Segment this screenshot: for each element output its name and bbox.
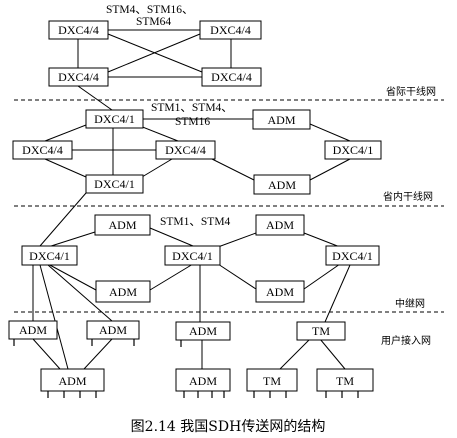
- link-r5-a4: [324, 264, 351, 323]
- node-p7: ADM: [253, 174, 311, 195]
- link-r4-r2: [217, 232, 257, 248]
- level-separators: [14, 99, 444, 313]
- node-p2: ADM: [252, 109, 311, 130]
- level-label-international: 省际干线网: [386, 85, 436, 98]
- node-b1: ADM: [40, 368, 105, 392]
- network-links: [32, 29, 351, 370]
- link-r2-r5: [303, 232, 341, 248]
- node-label: ADM: [99, 323, 127, 337]
- link-r4-r7: [217, 263, 257, 290]
- node-b2: ADM: [175, 368, 231, 392]
- node-label: ADM: [189, 324, 217, 338]
- node-t2: DXC4/4: [199, 20, 262, 40]
- link-p1-p3: [44, 124, 87, 142]
- node-label: DXC4/4: [165, 143, 206, 157]
- link-p2-p6: [309, 123, 351, 142]
- node-label: DXC4/4: [211, 70, 252, 84]
- node-label: TM: [312, 324, 330, 338]
- link-a4-b4: [319, 338, 346, 370]
- link-r3-r6: [47, 263, 97, 291]
- node-label: ADM: [268, 178, 296, 192]
- link-t2-t3: [107, 33, 201, 73]
- node-label: DXC4/1: [172, 249, 213, 263]
- link-r3-r1: [47, 231, 96, 248]
- link-r7-r5: [303, 263, 341, 290]
- node-r3: DXC4/1: [21, 245, 78, 266]
- node-label: ADM: [19, 323, 47, 337]
- node-label: ADM: [189, 374, 217, 388]
- link-a1-b1: [32, 338, 61, 370]
- node-label: DXC4/1: [94, 177, 135, 191]
- node-t4: DXC4/4: [201, 67, 262, 87]
- link-r1-r4: [149, 227, 194, 247]
- node-label: DXC4/4: [210, 23, 251, 37]
- rate-label-top-1: STM4、STM16、: [106, 4, 194, 16]
- node-b4: TM: [316, 368, 374, 392]
- node-boxes: DXC4/4 DXC4/4 DXC4/4 DXC4/4 DXC4/1 ADM D…: [8, 20, 382, 392]
- level-label-provincial: 省内干线网: [383, 190, 433, 203]
- node-label: DXC4/1: [333, 143, 374, 157]
- node-r4: DXC4/1: [164, 245, 221, 266]
- node-label: ADM: [58, 374, 86, 388]
- rate-label-top-2: STM64: [136, 16, 171, 28]
- node-label: ADM: [109, 285, 137, 299]
- link-r6-r4: [149, 263, 194, 291]
- node-label: DXC4/1: [94, 112, 135, 126]
- figure-caption: 图2.14 我国SDH传送网的结构: [131, 419, 326, 435]
- link-a2-b1: [83, 338, 113, 370]
- node-label: TM: [263, 374, 281, 388]
- link-t3-p1: [77, 85, 113, 111]
- link-p3-p5: [44, 158, 87, 178]
- node-p1: DXC4/1: [85, 109, 144, 129]
- node-r1: ADM: [94, 214, 151, 236]
- level-label-access: 用户接入网: [381, 334, 431, 347]
- rate-label-mid-1: STM1、STM4、: [151, 102, 233, 114]
- link-r3-b1: [39, 264, 69, 370]
- node-label: DXC4/4: [58, 23, 99, 37]
- node-label: ADM: [108, 218, 136, 232]
- node-label: ADM: [267, 113, 295, 127]
- node-label: DXC4/1: [29, 249, 70, 263]
- node-a4: TM: [296, 321, 346, 341]
- node-label: ADM: [266, 218, 294, 232]
- node-label: DXC4/4: [58, 70, 99, 84]
- node-label: DXC4/1: [332, 249, 373, 263]
- node-p4: DXC4/4: [155, 140, 216, 160]
- node-r5: DXC4/1: [325, 245, 380, 266]
- node-r7: ADM: [255, 280, 305, 303]
- node-r6: ADM: [95, 280, 151, 303]
- link-p4-p5: [141, 158, 173, 178]
- node-p6: DXC4/1: [324, 140, 382, 160]
- node-p5: DXC4/1: [85, 174, 144, 194]
- rate-label-mid-2: STM16: [175, 116, 210, 128]
- link-a4-b3: [279, 338, 311, 370]
- node-a1: ADM: [8, 320, 58, 340]
- link-p6-p7: [309, 158, 351, 181]
- node-label: DXC4/4: [22, 143, 63, 157]
- node-a3: ADM: [175, 321, 231, 341]
- node-label: TM: [336, 374, 354, 388]
- link-p5-r3: [39, 192, 87, 247]
- node-t3: DXC4/4: [48, 67, 109, 87]
- node-r2: ADM: [255, 214, 305, 236]
- node-a2: ADM: [86, 320, 140, 340]
- rate-label-lower: STM1、STM4: [160, 216, 231, 228]
- level-label-relay: 中继网: [395, 297, 425, 310]
- terminal-stubs: [13, 339, 359, 398]
- node-t1: DXC4/4: [48, 20, 109, 40]
- node-p3: DXC4/4: [12, 140, 73, 160]
- node-b3: TM: [246, 368, 298, 392]
- node-label: ADM: [266, 285, 294, 299]
- link-p4-p7: [211, 158, 255, 181]
- link-p1-p4: [139, 125, 179, 142]
